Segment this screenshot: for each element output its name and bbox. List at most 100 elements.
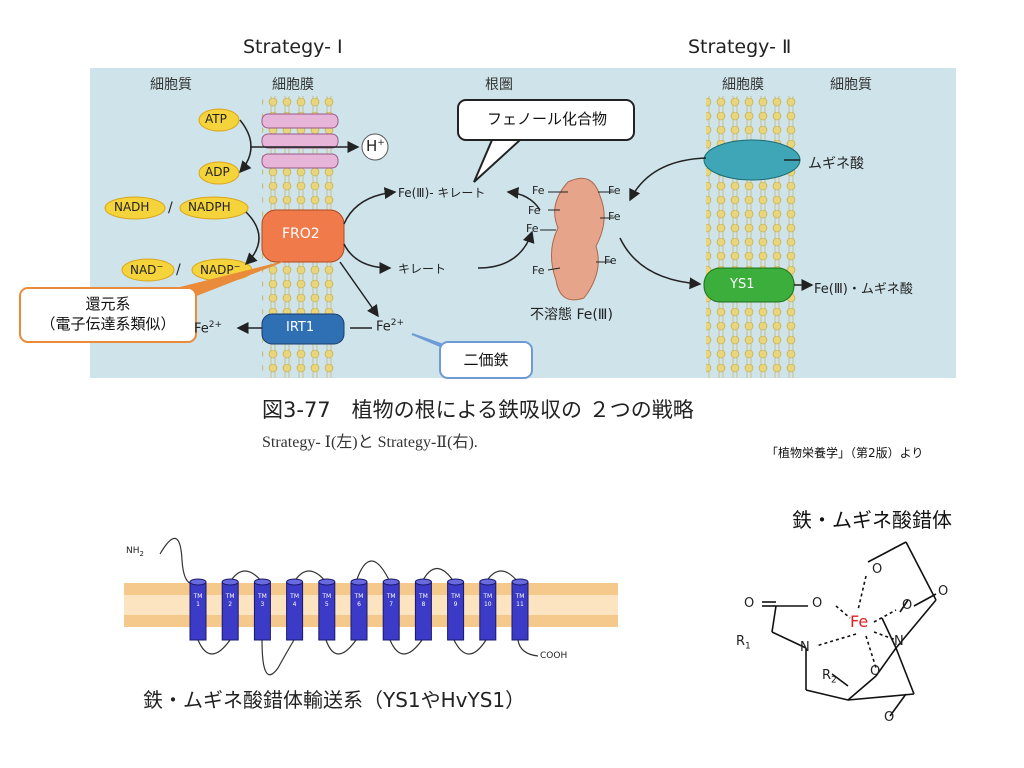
complex-o-lower: O	[884, 710, 895, 725]
chelate-insoluble-arrow	[477, 230, 535, 269]
complex-o-bottom: O	[870, 664, 881, 679]
tm-helix-number: 8	[421, 601, 425, 608]
right-cytoplasm-label: 細胞質	[830, 77, 872, 93]
figure-caption-title: 図3-77 植物の根による鉄吸収の ２つの戦略	[262, 398, 694, 422]
fro2-fe3-arrow	[343, 187, 397, 225]
tm-helix-label: TM	[418, 593, 428, 600]
tm-helix-6: TM6	[350, 578, 368, 641]
adp-burst	[198, 161, 240, 185]
right-membrane-label: 細胞膜	[722, 77, 764, 93]
complex-r1: R1	[736, 634, 751, 652]
tm-helix-number: 5	[325, 601, 329, 608]
insoluble-fe-particle	[551, 177, 605, 301]
transporter-title: 鉄・ムギネ酸錯体輸送系（YS1やHvYS1）	[143, 688, 526, 712]
tm-helix-7: TM7	[382, 578, 400, 641]
reduction-callout: 還元系 （電子伝達系類似）	[24, 294, 192, 334]
fro2-label: FRO2	[282, 226, 320, 242]
complex-o-right: O	[902, 598, 913, 613]
rhizosphere-label: 根圏	[485, 77, 513, 93]
fe-ligand-1: Fe	[532, 184, 545, 197]
tm-helix-4: TM4	[286, 578, 304, 641]
fro2-chelate-arrow	[343, 243, 392, 274]
strategy-1-label: Strategy- Ⅰ	[243, 36, 343, 58]
fe-ligand-4: Fe	[532, 264, 545, 277]
tm-helix-label: TM	[386, 593, 396, 600]
nadph-label: NADPH	[188, 200, 231, 214]
tm-helix-label: TM	[257, 593, 267, 600]
source-note: 「植物栄養学」（第2版）より	[766, 446, 924, 460]
tm-helix-label: TM	[450, 593, 460, 600]
atpase-pump	[261, 153, 339, 169]
mugineic-release-arrow	[629, 157, 707, 202]
complex-o-carbonyl-left: O	[744, 596, 755, 611]
tm-helix-1: TM1	[189, 578, 207, 641]
proton-circle	[361, 133, 389, 161]
tm-helix-label: TM	[193, 593, 203, 600]
tm-helix-number: 7	[389, 601, 393, 608]
nadp-label: NADP−	[200, 262, 241, 277]
complex-fe: Fe	[850, 612, 869, 631]
left-cytoplasm-label: 細胞質	[150, 77, 192, 93]
atp-burst	[198, 108, 240, 132]
slash-2: /	[176, 262, 181, 278]
tm-helix-label: TM	[482, 593, 492, 600]
fe-ligand-3: Fe	[526, 222, 539, 235]
nadh-burst	[104, 196, 166, 220]
fe3-chelate-label: Fe(Ⅲ)- キレート	[398, 186, 486, 200]
phenol-callout: フェノール化合物	[474, 109, 620, 129]
tm-helix-8: TM8	[414, 578, 432, 641]
nh2-terminus: NH2	[126, 546, 144, 558]
figure-caption-subtitle: Strategy- Ⅰ(左)と Strategy-Ⅱ(右).	[262, 434, 478, 451]
fe2-rhizosphere-label: Fe2+	[376, 318, 405, 335]
tm-helix-number: 1	[196, 601, 200, 608]
tm-helix-2: TM2	[221, 578, 239, 641]
nad-burst	[121, 258, 175, 282]
atp-label: ATP	[205, 112, 227, 126]
nadph-burst	[179, 196, 249, 220]
fe-ligand-6: Fe	[608, 210, 621, 223]
tm-helix-3: TM3	[253, 578, 271, 641]
right-membrane	[706, 96, 800, 378]
fro2-fe2-arrow	[339, 261, 379, 318]
insoluble-fe3chelate-arrow	[506, 186, 541, 211]
ferrous-callout: 二価鉄	[450, 350, 522, 370]
tm-helix-number: 3	[260, 601, 264, 608]
irt1-label: IRT1	[286, 320, 315, 335]
iron-mugineic-structure	[762, 541, 937, 717]
left-membrane-label: 細胞膜	[272, 77, 314, 93]
ys1-label: YS1	[730, 277, 755, 292]
proton-label: H+	[366, 137, 385, 155]
fro2-protein	[261, 209, 345, 263]
chelate-label: キレート	[398, 262, 447, 276]
tm-helix-label: TM	[354, 593, 364, 600]
complex-o-top: O	[872, 562, 883, 577]
fe-ligand-7: Fe	[604, 254, 617, 267]
cooh-terminus: COOH	[540, 651, 568, 661]
nad-label: NAD−	[130, 262, 164, 277]
insoluble-fe-label: 不溶態 Fe(Ⅲ)	[530, 307, 613, 323]
tm-helix-number: 2	[228, 601, 232, 608]
slash-1: /	[168, 200, 173, 216]
tm-helix-number: 10	[484, 601, 492, 608]
tm-helix-label: TM	[515, 593, 525, 600]
tm-helix-5: TM5	[318, 578, 336, 641]
nadh-nad-arrow	[244, 211, 260, 266]
tm-helix-number: 4	[293, 601, 297, 608]
mugineic-acid-label: ムギネ酸	[808, 156, 864, 172]
fe3-mugineic-label: Fe(Ⅲ)・ムギネ酸	[814, 282, 913, 297]
strategy-2-label: Strategy- Ⅱ	[688, 36, 792, 58]
fe3-mugineic-uptake-arrow	[619, 237, 702, 290]
complex-r2: R2	[822, 668, 837, 686]
complex-o-carbonyl-right: O	[938, 584, 949, 599]
tm-helix-label: TM	[321, 593, 331, 600]
fe2-cytoplasm-label: Fe2+	[194, 320, 223, 337]
complex-o-left: O	[812, 596, 823, 611]
complex-title: 鉄・ムギネ酸錯体	[792, 508, 952, 532]
atpase-pump	[261, 113, 339, 129]
tm-helix-number: 9	[454, 601, 458, 608]
complex-n-left: N	[800, 640, 810, 655]
adp-label: ADP	[205, 165, 230, 179]
